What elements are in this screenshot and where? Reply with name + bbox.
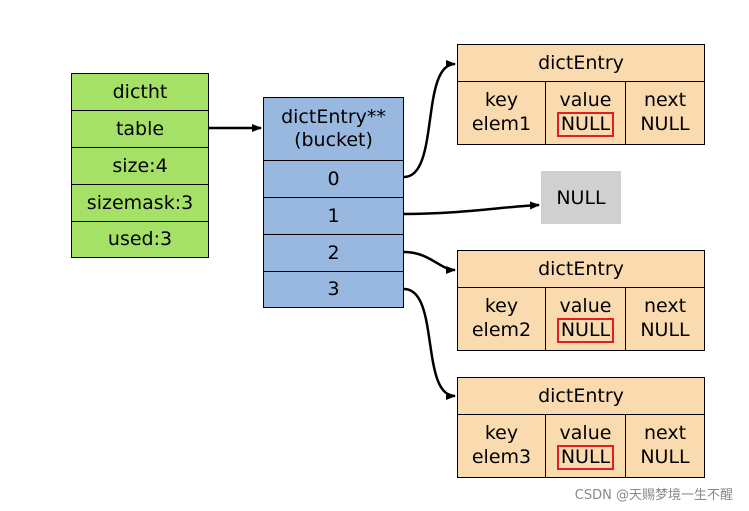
dict-entry-3-value: value NULL bbox=[545, 414, 626, 478]
bucket1-null-node: NULL bbox=[541, 171, 621, 224]
bucket-title-line1: dictEntry** bbox=[281, 106, 386, 129]
next-label: next bbox=[643, 89, 687, 112]
dict-entry-3-next: next NULL bbox=[625, 414, 705, 478]
key-value: elem2 bbox=[471, 319, 532, 341]
next-label: next bbox=[643, 295, 687, 318]
next-value: NULL bbox=[640, 319, 690, 341]
bucket-header: dictEntry** (bucket) bbox=[263, 97, 404, 161]
dictht-title: dictht bbox=[71, 73, 209, 111]
next-label: next bbox=[643, 422, 687, 445]
dictht-field-used: used:3 bbox=[71, 221, 209, 258]
value-label: value bbox=[559, 294, 612, 317]
arrow-bucket2-to-entry2 bbox=[403, 250, 456, 274]
value-null-highlight: NULL bbox=[556, 318, 615, 344]
dict-entry-3: dictEntry key elem3 value NULL next NULL bbox=[457, 377, 705, 478]
next-value: NULL bbox=[640, 446, 690, 468]
value-label: value bbox=[559, 88, 612, 111]
value-null-highlight: NULL bbox=[556, 112, 615, 138]
dict-entry-2-key: key elem2 bbox=[457, 287, 546, 351]
next-value: NULL bbox=[640, 113, 690, 135]
dict-entry-2-next: next NULL bbox=[625, 287, 705, 351]
dictht-field-size: size:4 bbox=[71, 147, 209, 185]
key-label: key bbox=[484, 422, 519, 445]
bucket-title-line2: (bucket) bbox=[294, 129, 373, 151]
key-value: elem1 bbox=[471, 113, 532, 135]
dict-entry-1: dictEntry key elem1 value NULL next NULL bbox=[457, 44, 705, 145]
value-label: value bbox=[559, 421, 612, 444]
arrow-bucket0-to-entry1 bbox=[403, 60, 456, 179]
arrow-bucket3-to-entry3 bbox=[403, 287, 456, 400]
key-label: key bbox=[484, 295, 519, 318]
dict-entry-2-value: value NULL bbox=[545, 287, 626, 351]
key-value: elem3 bbox=[471, 446, 532, 468]
value-null-highlight: NULL bbox=[556, 445, 615, 471]
dict-entry-1-next: next NULL bbox=[625, 81, 705, 145]
dict-entry-3-title: dictEntry bbox=[457, 377, 705, 415]
dict-entry-3-key: key elem3 bbox=[457, 414, 546, 478]
watermark: CSDN @天赐梦境一生不醒 bbox=[574, 488, 733, 503]
bucket-index-3: 3 bbox=[263, 271, 404, 308]
bucket-index-0: 0 bbox=[263, 160, 404, 198]
arrow-bucket1-to-null bbox=[403, 201, 540, 216]
dict-entry-2: dictEntry key elem2 value NULL next NULL bbox=[457, 250, 705, 351]
key-label: key bbox=[484, 89, 519, 112]
dict-entry-1-key: key elem1 bbox=[457, 81, 546, 145]
